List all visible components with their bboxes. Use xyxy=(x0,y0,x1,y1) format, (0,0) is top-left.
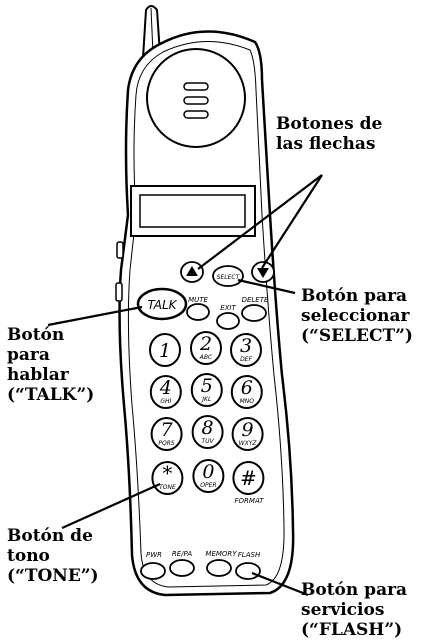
key-pound[interactable]: # xyxy=(232,461,265,495)
side-button-upper xyxy=(116,241,124,259)
pwr-label: PWR xyxy=(146,551,162,559)
key-star[interactable]: *TONE xyxy=(151,461,184,495)
callout-select-button: Botón para seleccionar (“SELECT”) xyxy=(301,286,413,346)
memory-label: MEMORY xyxy=(205,550,237,558)
key-4-outline xyxy=(149,375,182,409)
key-7-digit: 7 xyxy=(161,419,174,441)
key-7-outline xyxy=(150,417,183,451)
key-9-digit: 9 xyxy=(242,419,254,441)
key-6-letters: MNO xyxy=(240,398,255,405)
up-arrow-icon xyxy=(186,266,198,276)
key-3-digit: 3 xyxy=(240,335,252,357)
leader-line-select xyxy=(237,278,296,295)
key-star-letters: TONE xyxy=(159,484,176,491)
pwr-button[interactable] xyxy=(140,562,166,580)
key-star-digit: * xyxy=(162,461,172,485)
key-1-digit: 1 xyxy=(159,340,171,362)
talk-button[interactable] xyxy=(136,287,188,321)
key-2-outline xyxy=(190,331,222,365)
key-pound-digit: # xyxy=(240,466,257,490)
earpiece-slot xyxy=(183,82,209,91)
leader-line-arrows-up xyxy=(197,174,323,270)
callout-tone-button: Botón de tono (“TONE”) xyxy=(7,526,99,586)
key-6-digit: 6 xyxy=(241,377,253,399)
key-0-digit: 0 xyxy=(202,461,214,483)
key-9-outline xyxy=(231,417,264,451)
mute-button[interactable] xyxy=(186,303,210,321)
down-arrow-icon xyxy=(257,268,269,278)
leader-line-tone xyxy=(61,482,161,530)
exit-button[interactable] xyxy=(216,312,240,330)
key-8-outline xyxy=(191,415,224,449)
side-button-lower xyxy=(115,282,123,302)
key-0-letters: OPER xyxy=(200,482,216,489)
key-9-letters: WXYZ xyxy=(239,440,258,447)
leader-line-talk xyxy=(47,305,143,327)
delete-button[interactable] xyxy=(241,304,267,322)
callout-talk-button: Botón para hablar (“TALK”) xyxy=(7,325,95,405)
key-6-outline xyxy=(230,375,263,409)
key-1-outline xyxy=(149,333,181,367)
display-screen xyxy=(139,194,246,228)
key-3-letters: DEF xyxy=(240,356,252,363)
key-5-digit: 5 xyxy=(201,375,213,397)
key-8-digit: 8 xyxy=(202,417,214,439)
talk-button-label: TALK xyxy=(148,298,178,312)
earpiece-slot xyxy=(183,96,209,105)
redial-label: RE/PA xyxy=(172,550,193,558)
leader-line-arrows-down xyxy=(261,174,323,269)
flash-button[interactable] xyxy=(235,562,261,580)
key-5-letters: JKL xyxy=(201,396,211,403)
key-1[interactable]: 1 xyxy=(149,333,181,367)
flash-label: FLASH xyxy=(238,551,261,559)
key-star-outline xyxy=(151,461,184,495)
earpiece-slot xyxy=(183,110,209,119)
select-button-label: SELECT xyxy=(217,274,241,281)
callout-arrow-buttons: Botones de las flechas xyxy=(276,114,383,154)
callout-flash-button: Botón para servicios (“FLASH”) xyxy=(301,580,408,640)
delete-label: DELETE xyxy=(242,296,269,304)
key-7-letters: PQRS xyxy=(158,440,175,447)
exit-label: EXIT xyxy=(220,304,236,312)
key-pound-outline xyxy=(232,461,265,495)
mute-label: MUTE xyxy=(188,296,208,304)
key-2-letters: ABC xyxy=(199,354,213,361)
key-3-outline xyxy=(230,333,262,367)
select-button[interactable] xyxy=(212,265,244,287)
leader-line-flash xyxy=(251,571,309,597)
key-4-letters: GHI xyxy=(160,398,171,405)
key-0-outline xyxy=(192,459,225,493)
format-label: FORMAT xyxy=(235,497,265,505)
key-4-digit: 4 xyxy=(159,377,172,399)
redial-button[interactable] xyxy=(169,559,195,577)
key-2-digit: 2 xyxy=(199,333,212,355)
key-5-outline xyxy=(190,373,223,407)
key-8-letters: TUV xyxy=(202,438,215,445)
memory-button[interactable] xyxy=(206,559,232,577)
